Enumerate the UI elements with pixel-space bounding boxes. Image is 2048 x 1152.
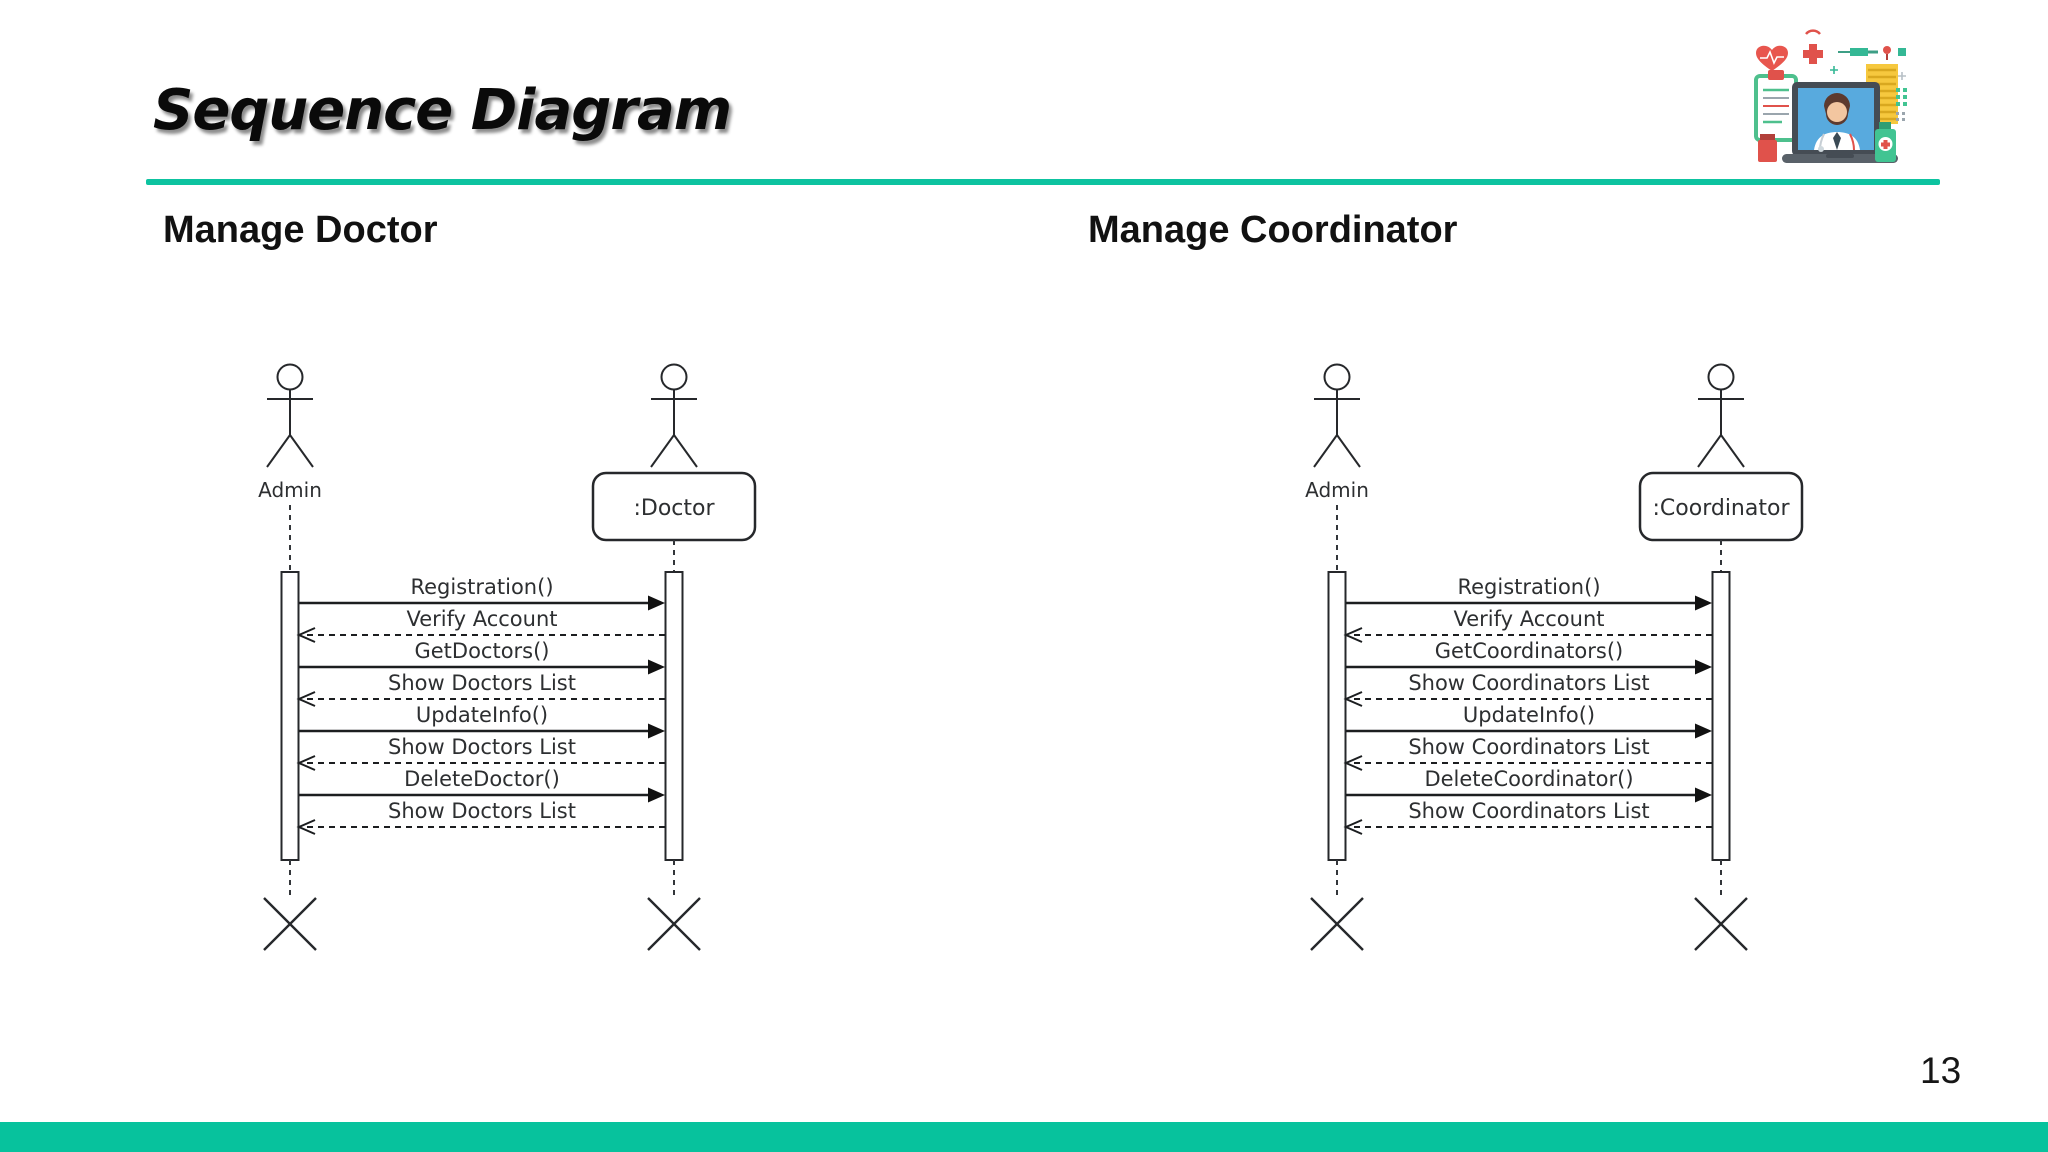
actor-doctor: :Doctor: [591, 363, 757, 542]
telehealth-logo-icon: [1754, 29, 1907, 163]
doctor-on-laptop-icon: [1782, 82, 1898, 163]
svg-text:Verify Account: Verify Account: [406, 607, 557, 631]
object-box-coordinator-label: :Coordinator: [1653, 496, 1791, 521]
message-delete-coordinator: DeleteCoordinator(): [1346, 767, 1712, 803]
actor-admin-label: Admin: [1305, 478, 1369, 502]
activation-bar-admin: [1327, 571, 1347, 861]
message-verify-account: Verify Account: [296, 607, 665, 643]
actor-admin: Admin: [1305, 363, 1369, 502]
svg-text:Show Coordinators List: Show Coordinators List: [1408, 671, 1649, 695]
svg-text:Verify Account: Verify Account: [1453, 607, 1604, 631]
title-underline-rule: [146, 179, 1940, 185]
message-get-coordinators: GetCoordinators(): [1346, 639, 1712, 675]
svg-text:Show Doctors List: Show Doctors List: [388, 735, 576, 759]
activation-bar-coordinator: [1711, 571, 1731, 861]
svg-text:DeleteCoordinator(): DeleteCoordinator(): [1424, 767, 1633, 791]
destruction-x-coordinator: [1694, 897, 1748, 951]
syringe-icon: [1838, 46, 1906, 60]
page-title: Sequence Diagram: [153, 78, 732, 143]
actor-admin-label: Admin: [258, 478, 322, 502]
section-heading-manage-coordinator: Manage Coordinator: [1088, 209, 1458, 251]
clipboard-icon: [1754, 70, 1798, 142]
svg-text:Registration(): Registration(): [1457, 575, 1600, 599]
activation-bar-admin: [280, 571, 300, 861]
object-box-doctor-label: :Doctor: [633, 496, 715, 521]
message-update-info: UpdateInfo(): [1346, 703, 1712, 739]
destruction-x-doctor: [647, 897, 701, 951]
message-registration: Registration(): [1346, 575, 1712, 611]
message-delete-doctor: DeleteDoctor(): [299, 767, 665, 803]
message-show-coordinators-list-3: Show Coordinators List: [1343, 799, 1712, 835]
message-show-coordinators-list-1: Show Coordinators List: [1343, 671, 1712, 707]
message-show-coordinators-list-2: Show Coordinators List: [1343, 735, 1712, 771]
message-show-doctors-list-1: Show Doctors List: [296, 671, 665, 707]
message-update-info: UpdateInfo(): [299, 703, 665, 739]
svg-text:Show Coordinators List: Show Coordinators List: [1408, 735, 1649, 759]
message-verify-account: Verify Account: [1343, 607, 1712, 643]
svg-text:UpdateInfo(): UpdateInfo(): [1463, 703, 1595, 727]
medical-cross-icon: [1803, 29, 1823, 64]
message-show-doctors-list-3: Show Doctors List: [296, 799, 665, 835]
message-registration: Registration(): [299, 575, 665, 611]
page-number: 13: [1920, 1050, 1962, 1091]
svg-text:GetCoordinators(): GetCoordinators(): [1435, 639, 1623, 663]
activation-bar-doctor: [664, 571, 684, 861]
message-show-doctors-list-2: Show Doctors List: [296, 735, 665, 771]
svg-text:Show Doctors List: Show Doctors List: [388, 799, 576, 823]
svg-text:Registration(): Registration(): [410, 575, 553, 599]
destruction-x-admin: [263, 897, 317, 951]
pill-bottle-icon: [1758, 134, 1777, 162]
heart-pulse-icon: [1756, 45, 1788, 71]
destruction-x-admin: [1310, 897, 1364, 951]
section-heading-manage-doctor: Manage Doctor: [163, 209, 438, 251]
actor-admin: Admin: [258, 363, 322, 502]
message-get-doctors: GetDoctors(): [299, 639, 665, 675]
sequence-diagram-manage-doctor: Admin :Doctor Registration() Verify Acco…: [258, 363, 757, 951]
dot-grid-decoration: [1830, 66, 1907, 121]
actor-coordinator: :Coordinator: [1638, 363, 1804, 542]
svg-text:Show Doctors List: Show Doctors List: [388, 671, 576, 695]
bottom-accent-bar: [0, 1122, 2048, 1152]
medicine-bottle-icon: [1875, 122, 1896, 162]
svg-text:GetDoctors(): GetDoctors(): [414, 639, 549, 663]
sequence-diagram-manage-coordinator: Admin :Coordinator Registration() Verify…: [1305, 363, 1804, 951]
svg-text:UpdateInfo(): UpdateInfo(): [416, 703, 548, 727]
svg-text:Show Coordinators List: Show Coordinators List: [1408, 799, 1649, 823]
svg-text:DeleteDoctor(): DeleteDoctor(): [404, 767, 560, 791]
